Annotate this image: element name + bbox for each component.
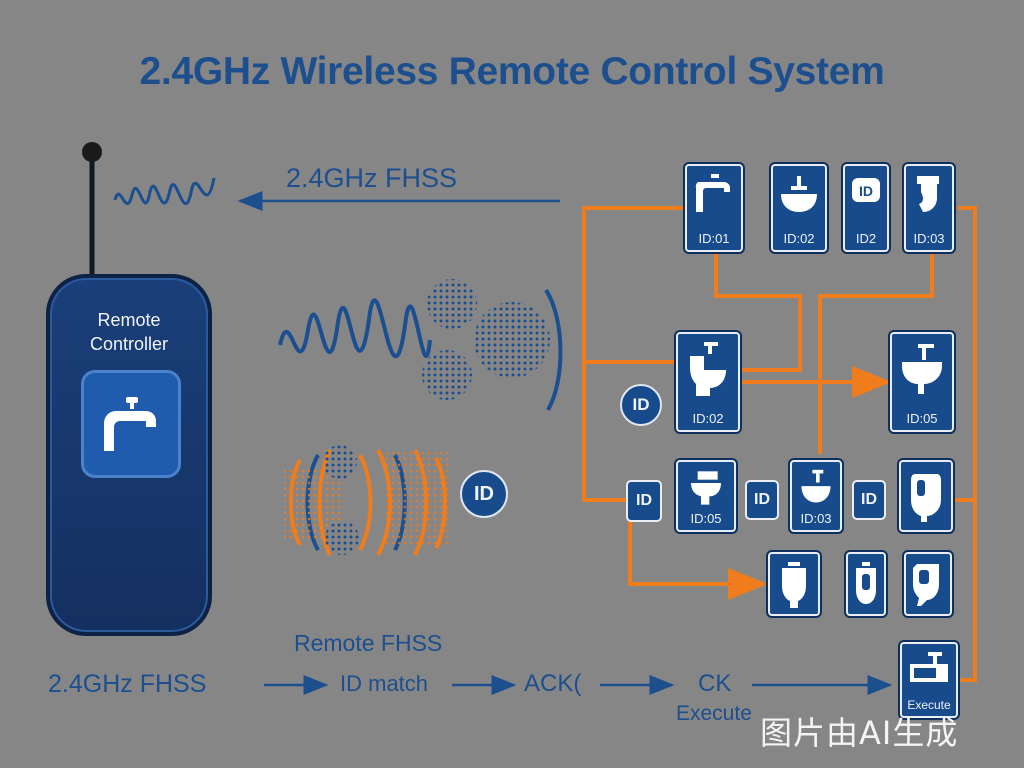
antenna: [82, 142, 102, 278]
device-card-urinal[interactable]: [846, 552, 886, 616]
basin-icon: [801, 469, 831, 503]
remote-controller[interactable]: Remote Controller: [46, 274, 212, 636]
faucet-icon: [104, 397, 156, 451]
device-card-basin[interactable]: ID:02: [771, 164, 827, 252]
faucet-icon: [910, 652, 948, 682]
network-lines: [582, 206, 977, 682]
device-card-urinal[interactable]: [904, 552, 952, 616]
dot-cluster: [325, 521, 359, 555]
dot-cluster: [422, 350, 472, 400]
flow-step-label: ID match: [340, 671, 429, 696]
urinal-icon: [856, 562, 876, 604]
device-card-sink[interactable]: ID:05: [890, 332, 954, 432]
device-card-urinal-valve[interactable]: ID:03: [904, 164, 954, 252]
signal-wave-small: [113, 177, 216, 205]
id-badge: ID: [626, 480, 662, 522]
device-card-urinal[interactable]: [899, 460, 953, 532]
ai-watermark: 图片由AI生成: [760, 714, 959, 752]
fhss-top-label: 2.4GHz FHSS: [286, 163, 458, 193]
faucet-icon: [695, 174, 730, 212]
id-circle: ID: [620, 384, 662, 426]
id-circle: ID: [460, 470, 508, 518]
svg-text:ID: ID: [859, 183, 873, 199]
device-card-faucet[interactable]: ID:01: [685, 164, 743, 252]
remote-label: Remote Controller: [89, 310, 169, 354]
page-title: 2.4GHz Wireless Remote Control System: [139, 50, 885, 93]
device-card-id[interactable]: ID ID2: [843, 164, 889, 252]
dot-cluster: [474, 302, 550, 378]
remote-faucet-button[interactable]: [81, 370, 181, 478]
urinal-icon: [913, 564, 939, 606]
device-card-toilet[interactable]: ID:05: [676, 460, 736, 532]
flow-step-label: CK: [698, 670, 732, 697]
urinal-icon: [782, 562, 806, 608]
urinal-icon: [911, 474, 941, 522]
toilet-icon: [690, 342, 726, 396]
signal-wave-large: [278, 298, 432, 359]
dot-cluster: [427, 279, 477, 329]
dot-cluster: [323, 445, 357, 479]
sink-icon: [902, 344, 942, 394]
toilet-icon: [691, 471, 721, 505]
device-card-urinal[interactable]: [768, 552, 820, 616]
flow-step-label: 2.4GHz FHSS: [48, 670, 207, 698]
flow-step-label: Execute: [676, 702, 752, 725]
id-badge: ID: [745, 480, 779, 520]
device-card-basin[interactable]: ID:03: [790, 460, 842, 532]
basin-icon: [781, 176, 817, 212]
flow-step-label: ACK(: [524, 670, 582, 697]
remote-fhss-label: Remote FHSS: [294, 630, 443, 656]
urinal-valve-icon: [917, 176, 939, 212]
device-card-execute[interactable]: Execute: [900, 642, 958, 718]
id-badge: ID: [852, 480, 886, 520]
id-icon: ID: [852, 178, 880, 202]
device-card-toilet[interactable]: ID:02: [676, 332, 740, 432]
